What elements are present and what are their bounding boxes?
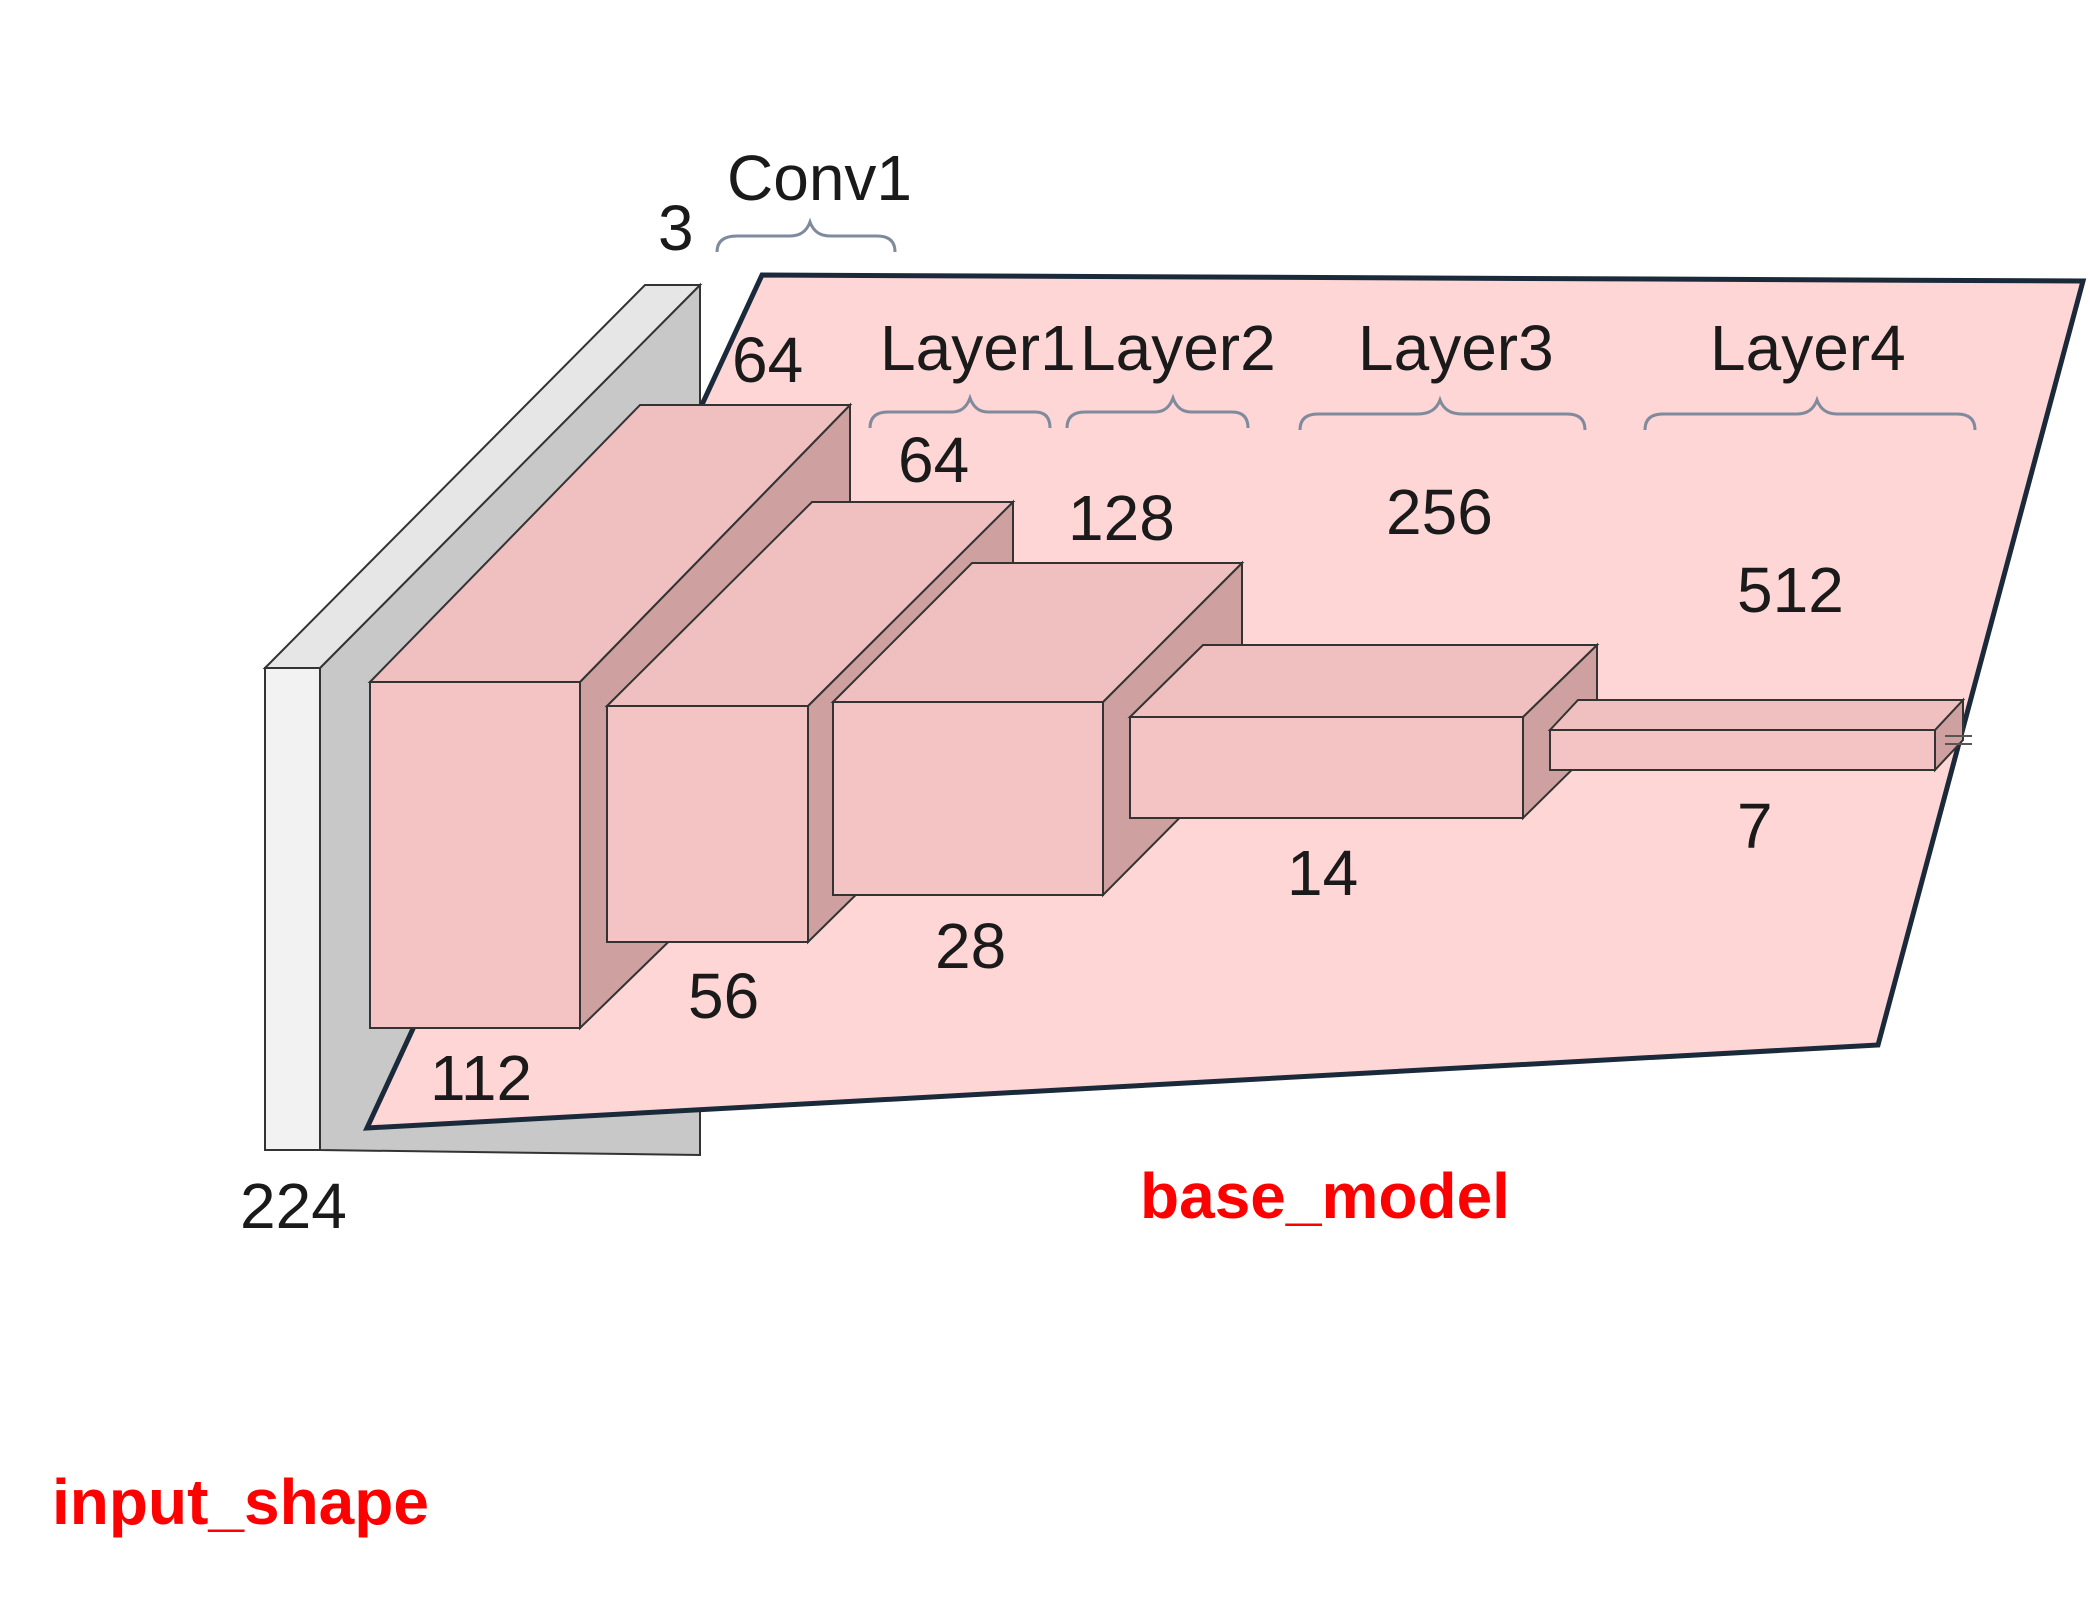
layer4-size-label: 7	[1737, 790, 1773, 862]
base-model-tag: base_model	[1140, 1160, 1510, 1232]
layer3-channels-label: 256	[1386, 476, 1493, 548]
input-shape-tag: input_shape	[52, 1466, 429, 1538]
conv1-channels-label: 64	[732, 324, 803, 396]
layer3-block	[1127, 642, 1600, 821]
layer3-block-front	[1129, 716, 1524, 819]
layer4-block	[1547, 697, 1972, 773]
layer4-brace	[1643, 395, 1977, 431]
conv1-label: Conv1	[727, 142, 912, 214]
layer3-block-top	[1127, 644, 1600, 718]
input-size-label: 224	[240, 1170, 347, 1242]
input-slab-front	[264, 667, 321, 1151]
layer1-brace	[868, 393, 1052, 429]
input-channels-label: 3	[658, 192, 694, 264]
conv1-size-label: 112	[430, 1042, 532, 1114]
layer1-block-front	[606, 705, 809, 943]
layer4-channels-label: 512	[1737, 554, 1844, 626]
layer3-size-label: 14	[1287, 837, 1358, 909]
layer2-brace	[1065, 393, 1250, 429]
conv1-brace	[715, 217, 897, 253]
layer1-label: Layer1	[880, 312, 1076, 384]
layer4-block-front	[1549, 729, 1936, 771]
layer2-size-label: 28	[935, 910, 1006, 982]
layer2-block-front	[832, 701, 1104, 896]
layer4-block-top	[1547, 699, 1966, 731]
conv1-block-front	[369, 681, 581, 1029]
layer1-channels-label: 64	[898, 424, 969, 496]
layer1-size-label: 56	[688, 960, 759, 1032]
layer2-channels-label: 128	[1068, 482, 1175, 554]
layer2-label: Layer2	[1080, 312, 1276, 384]
layer4-label: Layer4	[1710, 312, 1906, 384]
layer3-label: Layer3	[1358, 312, 1554, 384]
layer3-brace	[1298, 395, 1587, 431]
